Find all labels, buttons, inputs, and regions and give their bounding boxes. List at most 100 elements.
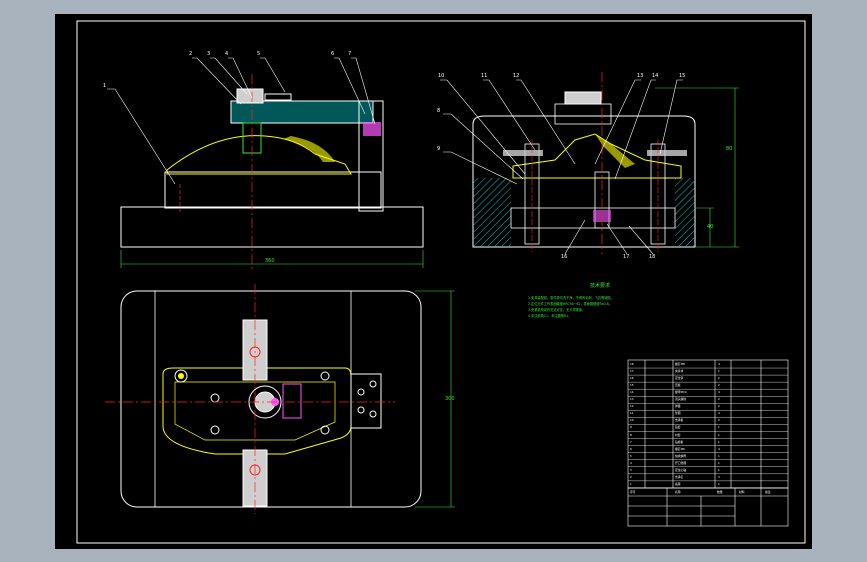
tech-line-1: 1.夹具装配前，零件需清洗干净，不得有毛刺、飞边等缺陷。 (528, 296, 614, 300)
dimension-width: 300 (445, 396, 455, 402)
bolt-head-right (363, 122, 381, 136)
title-block (627, 359, 789, 527)
part-label-18: 18 (649, 254, 656, 260)
bom-name: 螺钉M8 (675, 362, 685, 366)
drawing-sheet: 1 2 3 4 5 6 7 360 8 9 10 11 12 13 14 15 … (55, 14, 812, 549)
part-label-6: 6 (331, 51, 335, 57)
bom-name: 定位销 (675, 376, 684, 381)
side-knob (564, 91, 602, 105)
bom-no: 10 (630, 418, 634, 423)
part-label-3: 3 (207, 51, 211, 57)
bom-no: 18 (630, 362, 634, 366)
top-workpiece (162, 367, 352, 455)
tech-line-2: 2.定位元件工作表面硬度HRC58~62，表面粗糙度Ra0.8。 (528, 302, 612, 306)
bom-name: 底座 (675, 481, 681, 486)
bom-qty: 1 (718, 369, 720, 374)
side-body (472, 115, 696, 248)
bom-name: 夹具体 (675, 369, 684, 374)
bom-no: 15 (630, 383, 634, 388)
bom-name: 支承板 (675, 418, 684, 423)
bom-name: 螺钉M6 (675, 446, 685, 451)
bom-name: 垫圈 (675, 411, 681, 416)
bom-header-no: 序号 (630, 490, 636, 494)
bom-no: 7 (630, 439, 632, 444)
bom-qty: 1 (718, 460, 720, 465)
dimension-overall: 360 (265, 258, 275, 264)
bom-no: 14 (630, 390, 634, 395)
bom-name: 钻模板 (675, 439, 684, 444)
bom-name: 压板 (675, 383, 681, 388)
top-outline (120, 290, 422, 508)
part-label-5: 5 (257, 51, 261, 57)
right-post (358, 100, 384, 212)
bom-qty: 4 (718, 362, 720, 366)
part-label-16: 16 (561, 254, 568, 260)
bom-qty: 4 (718, 446, 720, 451)
bom-name: 双头螺柱 (675, 397, 687, 402)
bom-qty: 1 (718, 453, 720, 458)
bom-header-name: 名称 (675, 490, 681, 494)
bom-qty: 2 (718, 383, 720, 388)
bom-no: 9 (630, 425, 632, 430)
bom-name: 定位心轴 (675, 467, 687, 472)
bom-qty: 2 (718, 418, 720, 423)
base-plate (120, 206, 424, 248)
bom-no: 1 (630, 481, 632, 486)
part-label-7: 7 (348, 51, 352, 57)
bom-name: 快换螺母 (675, 453, 687, 458)
cad-drawing (76, 20, 806, 544)
part-label-1: 1 (103, 83, 107, 89)
bom-no: 4 (630, 460, 632, 465)
bom-qty: 2 (718, 404, 720, 409)
bom-qty: 1 (718, 425, 720, 430)
bom-name: 螺母M10 (675, 390, 687, 395)
bom-header-material: 材料 (739, 490, 745, 494)
bom-qty: 2 (718, 376, 720, 381)
bom-qty: 1 (718, 467, 720, 472)
part-label-17: 17 (623, 254, 630, 260)
bom-no: 3 (630, 467, 632, 472)
right-bracket (350, 373, 382, 429)
part-label-4: 4 (225, 51, 229, 57)
part-label-11: 11 (481, 73, 488, 79)
bom-qty: 1 (718, 432, 720, 437)
tech-requirements: 1.夹具装配前，零件需清洗干净，不得有毛刺、飞边等缺陷。 2.定位元件工作表面硬… (528, 295, 693, 319)
bom-name: 弹簧 (675, 404, 681, 409)
bom-qty: 3 (718, 474, 720, 479)
tech-requirements-title: 技术要求 (590, 283, 611, 289)
bom-name: 开口垫圈 (675, 460, 687, 465)
bom-name: 钻套 (675, 425, 681, 430)
knob (236, 88, 264, 104)
bom-no: 13 (630, 397, 634, 402)
tech-line-4: 4.未注倒角C1，未注圆角R1。 (528, 314, 572, 318)
part-label-15: 15 (679, 73, 686, 79)
bom-no: 16 (630, 376, 634, 381)
bom-qty: 1 (718, 481, 720, 486)
dimension-base: 40 (707, 224, 714, 230)
workpiece (166, 135, 352, 175)
side-workpiece (512, 133, 682, 179)
bom-qty: 4 (718, 390, 720, 395)
bom-name: 衬套 (675, 432, 681, 437)
hatch-left (473, 178, 511, 247)
bom-header-qty: 数量 (717, 490, 723, 494)
bom-name: 支承钉 (675, 474, 684, 479)
bom-no: 6 (630, 446, 632, 451)
body-block (164, 171, 382, 209)
handle (264, 93, 292, 101)
drill-plate (231, 101, 373, 123)
bom-qty: 4 (718, 411, 720, 416)
drawing-frame (76, 20, 806, 544)
part-label-14: 14 (652, 73, 659, 79)
bom-no: 12 (630, 404, 634, 409)
bom-no: 2 (630, 474, 632, 479)
tech-line-3: 3.夹紧机构动作灵活可靠，无卡滞现象。 (528, 308, 586, 312)
side-view (440, 72, 739, 255)
top-view (105, 284, 455, 514)
bom-no: 5 (630, 453, 632, 458)
bom-no: 11 (630, 411, 634, 416)
hatch-right (675, 178, 695, 247)
dimension-height: 80 (726, 146, 733, 152)
part-label-13: 13 (637, 73, 644, 79)
bom-no: 8 (630, 432, 632, 437)
